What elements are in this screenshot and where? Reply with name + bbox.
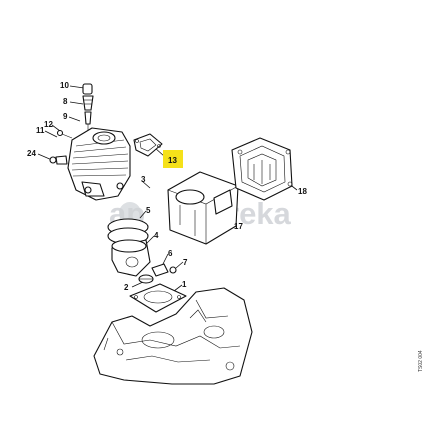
callout-5: 5 — [146, 206, 151, 215]
callout-18: 18 — [298, 187, 307, 196]
callout-24: 24 — [27, 149, 36, 158]
callout-12: 12 — [44, 120, 53, 129]
callout-1: 1 — [182, 280, 187, 289]
callout-4: 4 — [154, 231, 159, 240]
callout-2: 2 — [124, 283, 129, 292]
callout-10: 10 — [60, 81, 69, 90]
crankcase — [93, 287, 253, 385]
highlight-box — [163, 150, 183, 168]
callout-17: 17 — [234, 222, 243, 231]
figure-code: TS02 004 — [418, 350, 424, 372]
muffler-cover — [231, 137, 293, 201]
callout-11: 11 — [36, 126, 45, 135]
muffler — [167, 171, 239, 245]
piston-rings — [107, 218, 149, 245]
decompression-valve-assembly — [49, 83, 94, 165]
exhaust-gasket — [133, 133, 163, 157]
callout-6: 6 — [168, 249, 173, 258]
callout-7: 7 — [183, 258, 188, 267]
piston-pin-and-clip — [151, 263, 177, 277]
callout-labels: 10 8 9 12 11 24 13 3 18 5 17 4 6 7 2 1 — [27, 81, 307, 292]
callout-9: 9 — [63, 112, 68, 121]
callout-13: 13 — [168, 156, 177, 165]
piston — [111, 239, 151, 277]
callout-8: 8 — [63, 97, 68, 106]
callout-3: 3 — [141, 175, 146, 184]
cylinder-gasket — [129, 283, 187, 313]
needle-cage — [138, 274, 154, 284]
cylinder — [67, 127, 131, 201]
